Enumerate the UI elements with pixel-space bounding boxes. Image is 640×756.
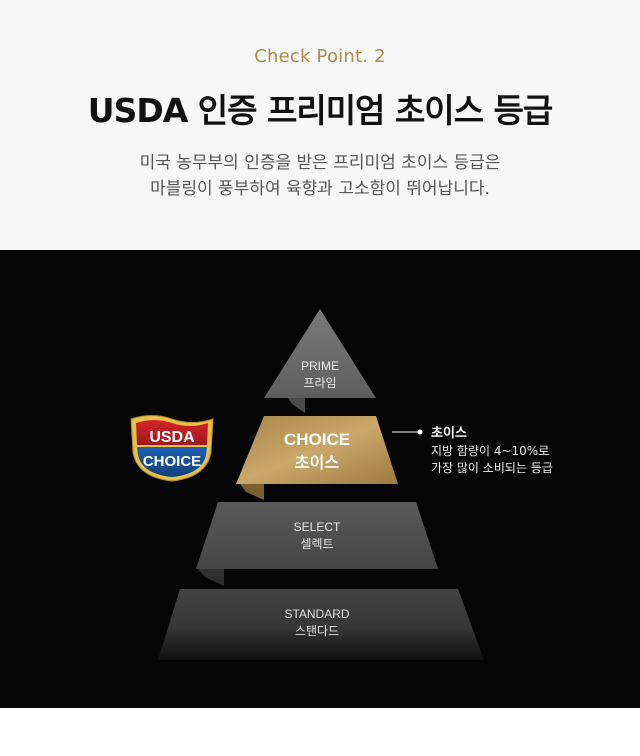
description-line-1: 미국 농무부의 인증을 받은 프리미엄 초이스 등급은 xyxy=(139,153,501,173)
tier-standard: STANDARD 스탠다드 xyxy=(150,589,495,668)
description: 미국 농무부의 인증을 받은 프리미엄 초이스 등급은 마블링이 풍부하여 육향… xyxy=(0,150,640,202)
choice-callout: 초이스 지방 함량이 4~10%로 가장 많이 소비되는 등급 xyxy=(392,425,553,475)
tier-select-en: SELECT xyxy=(294,520,341,534)
badge-top-text: USDA xyxy=(149,429,195,446)
tier-standard-ko: 스탠다드 xyxy=(295,624,339,638)
callout-title: 초이스 xyxy=(431,425,467,441)
description-line-2: 마블링이 풍부하여 육향과 고소함이 뛰어납니다. xyxy=(150,179,490,199)
tier-select-ko: 셀렉트 xyxy=(300,537,333,551)
tier-standard-en: STANDARD xyxy=(284,607,349,621)
eyebrow-label: Check Point. 2 xyxy=(254,46,386,67)
tier-prime: PRIME 프라임 xyxy=(264,309,376,413)
tier-select: SELECT 셀렉트 xyxy=(196,502,438,586)
page-title: USDA 인증 프리미엄 초이스 등급 xyxy=(87,91,553,130)
bottom-strip xyxy=(0,708,640,756)
usda-choice-badge: USDA CHOICE xyxy=(130,415,214,482)
tier-prime-ko: 프라임 xyxy=(303,376,336,390)
tier-choice: CHOICE 초이스 xyxy=(236,416,398,500)
tier-choice-en: CHOICE xyxy=(284,430,350,449)
callout-dot xyxy=(417,429,423,435)
callout-line-2: 가장 많이 소비되는 등급 xyxy=(431,461,553,475)
tier-prime-en: PRIME xyxy=(301,359,339,373)
tier-choice-ko: 초이스 xyxy=(295,453,339,472)
callout-line-1: 지방 함량이 4~10%로 xyxy=(431,444,549,458)
badge-bottom-text: CHOICE xyxy=(143,453,201,470)
header-section: Check Point. 2 USDA 인증 프리미엄 초이스 등급 미국 농무… xyxy=(0,0,640,250)
